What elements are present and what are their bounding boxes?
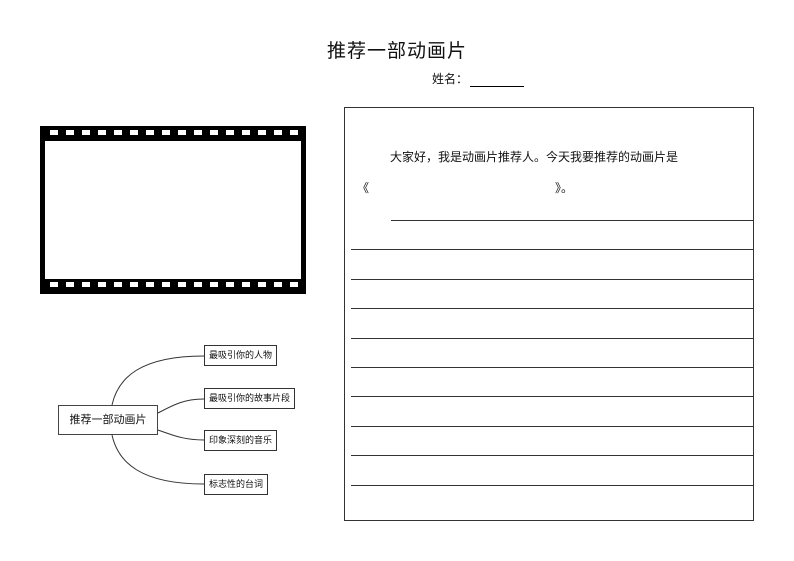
film-perforation (242, 130, 250, 135)
film-perforation (258, 282, 266, 287)
film-perforation (50, 282, 58, 287)
writing-line[interactable] (351, 425, 754, 427)
film-perforation (98, 282, 106, 287)
film-perforation (226, 130, 234, 135)
writing-line[interactable] (391, 220, 754, 221)
writing-line[interactable] (351, 337, 754, 339)
film-perforation (242, 282, 250, 287)
film-perforation (258, 130, 266, 135)
film-perforation (178, 130, 186, 135)
name-blank[interactable] (470, 72, 525, 87)
picture-area[interactable] (44, 140, 302, 280)
intro-sentence: 大家好，我是动画片推荐人。今天我要推荐的动画片是 (390, 150, 679, 164)
film-perforation (226, 282, 234, 287)
writing-line[interactable] (351, 484, 754, 486)
film-perforation (274, 282, 282, 287)
writing-line[interactable] (351, 308, 754, 310)
title-quote-open: 《 (357, 181, 370, 195)
film-perforation (274, 130, 282, 135)
film-perforation (82, 282, 90, 287)
mind-map-branch-lines: 标志性的台词 (204, 474, 269, 495)
writing-line[interactable] (351, 249, 754, 251)
title-quote-close: 》。 (555, 181, 574, 195)
name-field: 姓名： (432, 70, 525, 87)
film-perforation (194, 282, 202, 287)
film-perforations-top (40, 126, 306, 140)
writing-line[interactable] (351, 455, 754, 457)
film-perforation (178, 282, 186, 287)
writing-line[interactable] (351, 278, 754, 280)
film-perforation (98, 130, 106, 135)
film-perforation (66, 130, 74, 135)
film-perforation (66, 282, 74, 287)
film-perforation (130, 282, 138, 287)
film-perforation (114, 282, 122, 287)
mind-map-branch-character: 最吸引你的人物 (204, 345, 278, 366)
film-perforation (50, 130, 58, 135)
film-perforation (130, 130, 138, 135)
film-perforation (82, 130, 90, 135)
page-title: 推荐一部动画片 (326, 40, 467, 62)
film-perforation (210, 282, 218, 287)
film-perforation (162, 130, 170, 135)
writing-line[interactable] (351, 396, 754, 398)
film-perforations-bottom (40, 278, 306, 292)
name-label: 姓名： (432, 72, 469, 86)
film-perforation (162, 282, 170, 287)
film-perforation (114, 130, 122, 135)
mind-map-branch-story-segment: 最吸引你的故事片段 (204, 388, 296, 409)
film-strip-frame (40, 126, 306, 294)
film-perforation (194, 130, 202, 135)
mind-map-branch-music: 印象深刻的音乐 (204, 430, 278, 451)
writing-box: 大家好，我是动画片推荐人。今天我要推荐的动画片是 《 》。 (344, 107, 754, 521)
film-perforation (290, 282, 298, 287)
film-perforation (210, 130, 218, 135)
film-perforation (290, 130, 298, 135)
film-perforation (146, 130, 154, 135)
writing-line[interactable] (351, 367, 754, 368)
mind-map-center: 推荐一部动画片 (58, 405, 158, 435)
film-perforation (146, 282, 154, 287)
